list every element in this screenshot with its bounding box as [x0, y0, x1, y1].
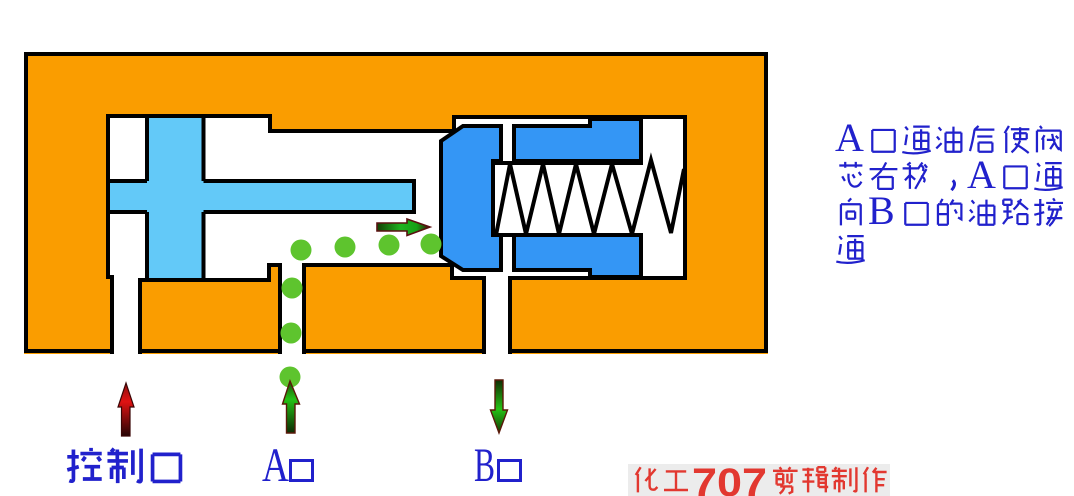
svg-text:707: 707	[692, 461, 767, 496]
svg-text:A: A	[835, 115, 864, 160]
svg-text:B: B	[868, 188, 895, 233]
svg-text:A: A	[262, 439, 289, 492]
svg-text:A: A	[967, 152, 996, 197]
svg-text:B: B	[474, 439, 495, 492]
